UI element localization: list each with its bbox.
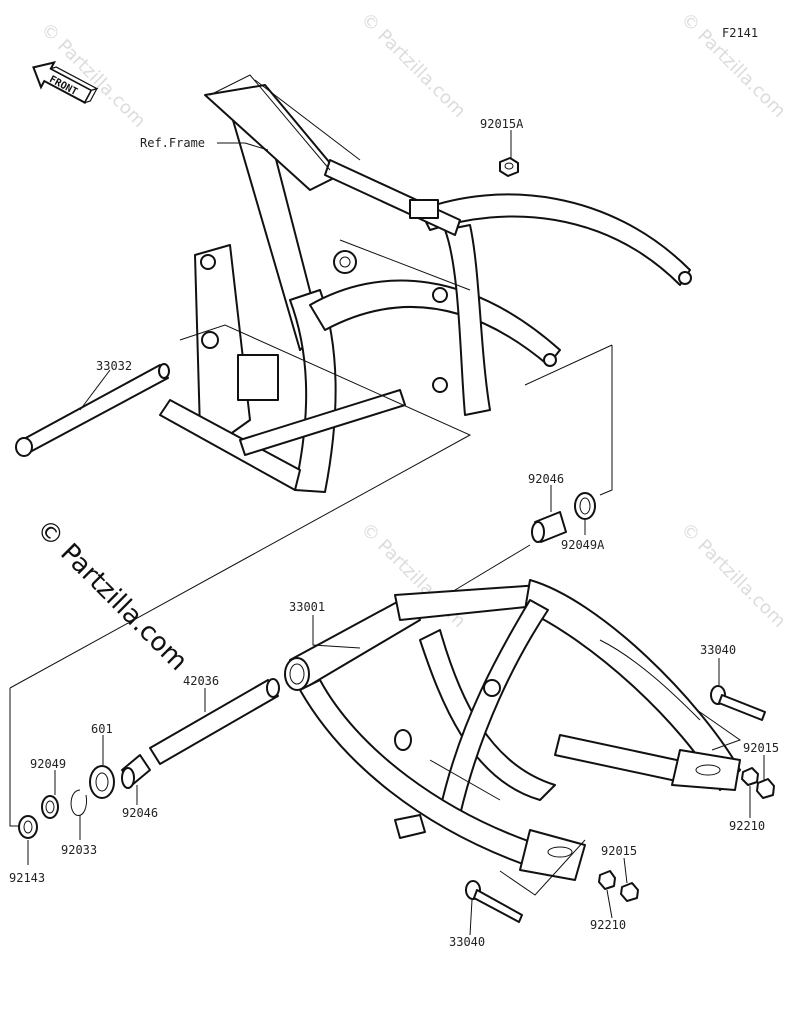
seal-92049A bbox=[574, 492, 596, 520]
part-label-42036[interactable]: 42036 bbox=[183, 674, 219, 688]
watermark-text: © Partzilla.com bbox=[356, 9, 469, 122]
part-label-92015-bottom[interactable]: 92015 bbox=[601, 844, 637, 858]
collar-42036 bbox=[149, 678, 280, 765]
part-label-92046-top[interactable]: 92046 bbox=[528, 472, 564, 486]
frame-drawing bbox=[159, 74, 692, 493]
part-label-92049[interactable]: 92049 bbox=[30, 757, 66, 771]
ref-frame-label: Ref.Frame bbox=[140, 136, 205, 150]
part-label-92015-right[interactable]: 92015 bbox=[743, 741, 779, 755]
watermark-main: © Partzilla.com bbox=[30, 514, 193, 677]
nut-92015-right bbox=[756, 778, 775, 799]
swingarm-drawing bbox=[284, 579, 741, 881]
adjuster-bolt-33040-bottom bbox=[465, 880, 523, 923]
part-label-92033[interactable]: 92033 bbox=[61, 843, 97, 857]
seal-92049 bbox=[41, 795, 59, 819]
pivot-shaft-33032 bbox=[15, 363, 170, 457]
nut-92210-bottom bbox=[598, 870, 616, 890]
bearing-92046-top bbox=[531, 511, 567, 543]
part-label-33040-bottom[interactable]: 33040 bbox=[449, 935, 485, 949]
ball-bearing-601 bbox=[89, 765, 115, 799]
figure-code: F2141 bbox=[722, 26, 758, 40]
nut-92015-bottom bbox=[620, 882, 639, 902]
part-label-601[interactable]: 601 bbox=[91, 722, 113, 736]
part-label-92210-bottom[interactable]: 92210 bbox=[590, 918, 626, 932]
part-label-92015A[interactable]: 92015A bbox=[480, 117, 524, 131]
bearing-92046-bottom bbox=[121, 754, 151, 789]
snap-ring-92033 bbox=[70, 789, 87, 816]
front-arrow-icon: FRONT bbox=[32, 61, 99, 105]
part-label-33032[interactable]: 33032 bbox=[96, 359, 132, 373]
nut-92210-right bbox=[741, 767, 759, 786]
watermarks: © Partzilla.com © Partzilla.com © Partzi… bbox=[30, 9, 789, 677]
nut-92015A bbox=[499, 157, 519, 177]
watermark-text: © Partzilla.com bbox=[676, 519, 789, 632]
leader-lines bbox=[27, 130, 765, 936]
part-label-92143[interactable]: 92143 bbox=[9, 871, 45, 885]
assembly-guide-lines bbox=[9, 324, 742, 896]
part-label-33001[interactable]: 33001 bbox=[289, 600, 325, 614]
part-label-92210-right[interactable]: 92210 bbox=[729, 819, 765, 833]
part-label-92049A[interactable]: 92049A bbox=[561, 538, 605, 552]
part-label-33040-right[interactable]: 33040 bbox=[700, 643, 736, 657]
part-label-92046-bottom[interactable]: 92046 bbox=[122, 806, 158, 820]
adjuster-bolt-33040-right bbox=[710, 685, 766, 721]
collar-92143 bbox=[18, 815, 38, 839]
